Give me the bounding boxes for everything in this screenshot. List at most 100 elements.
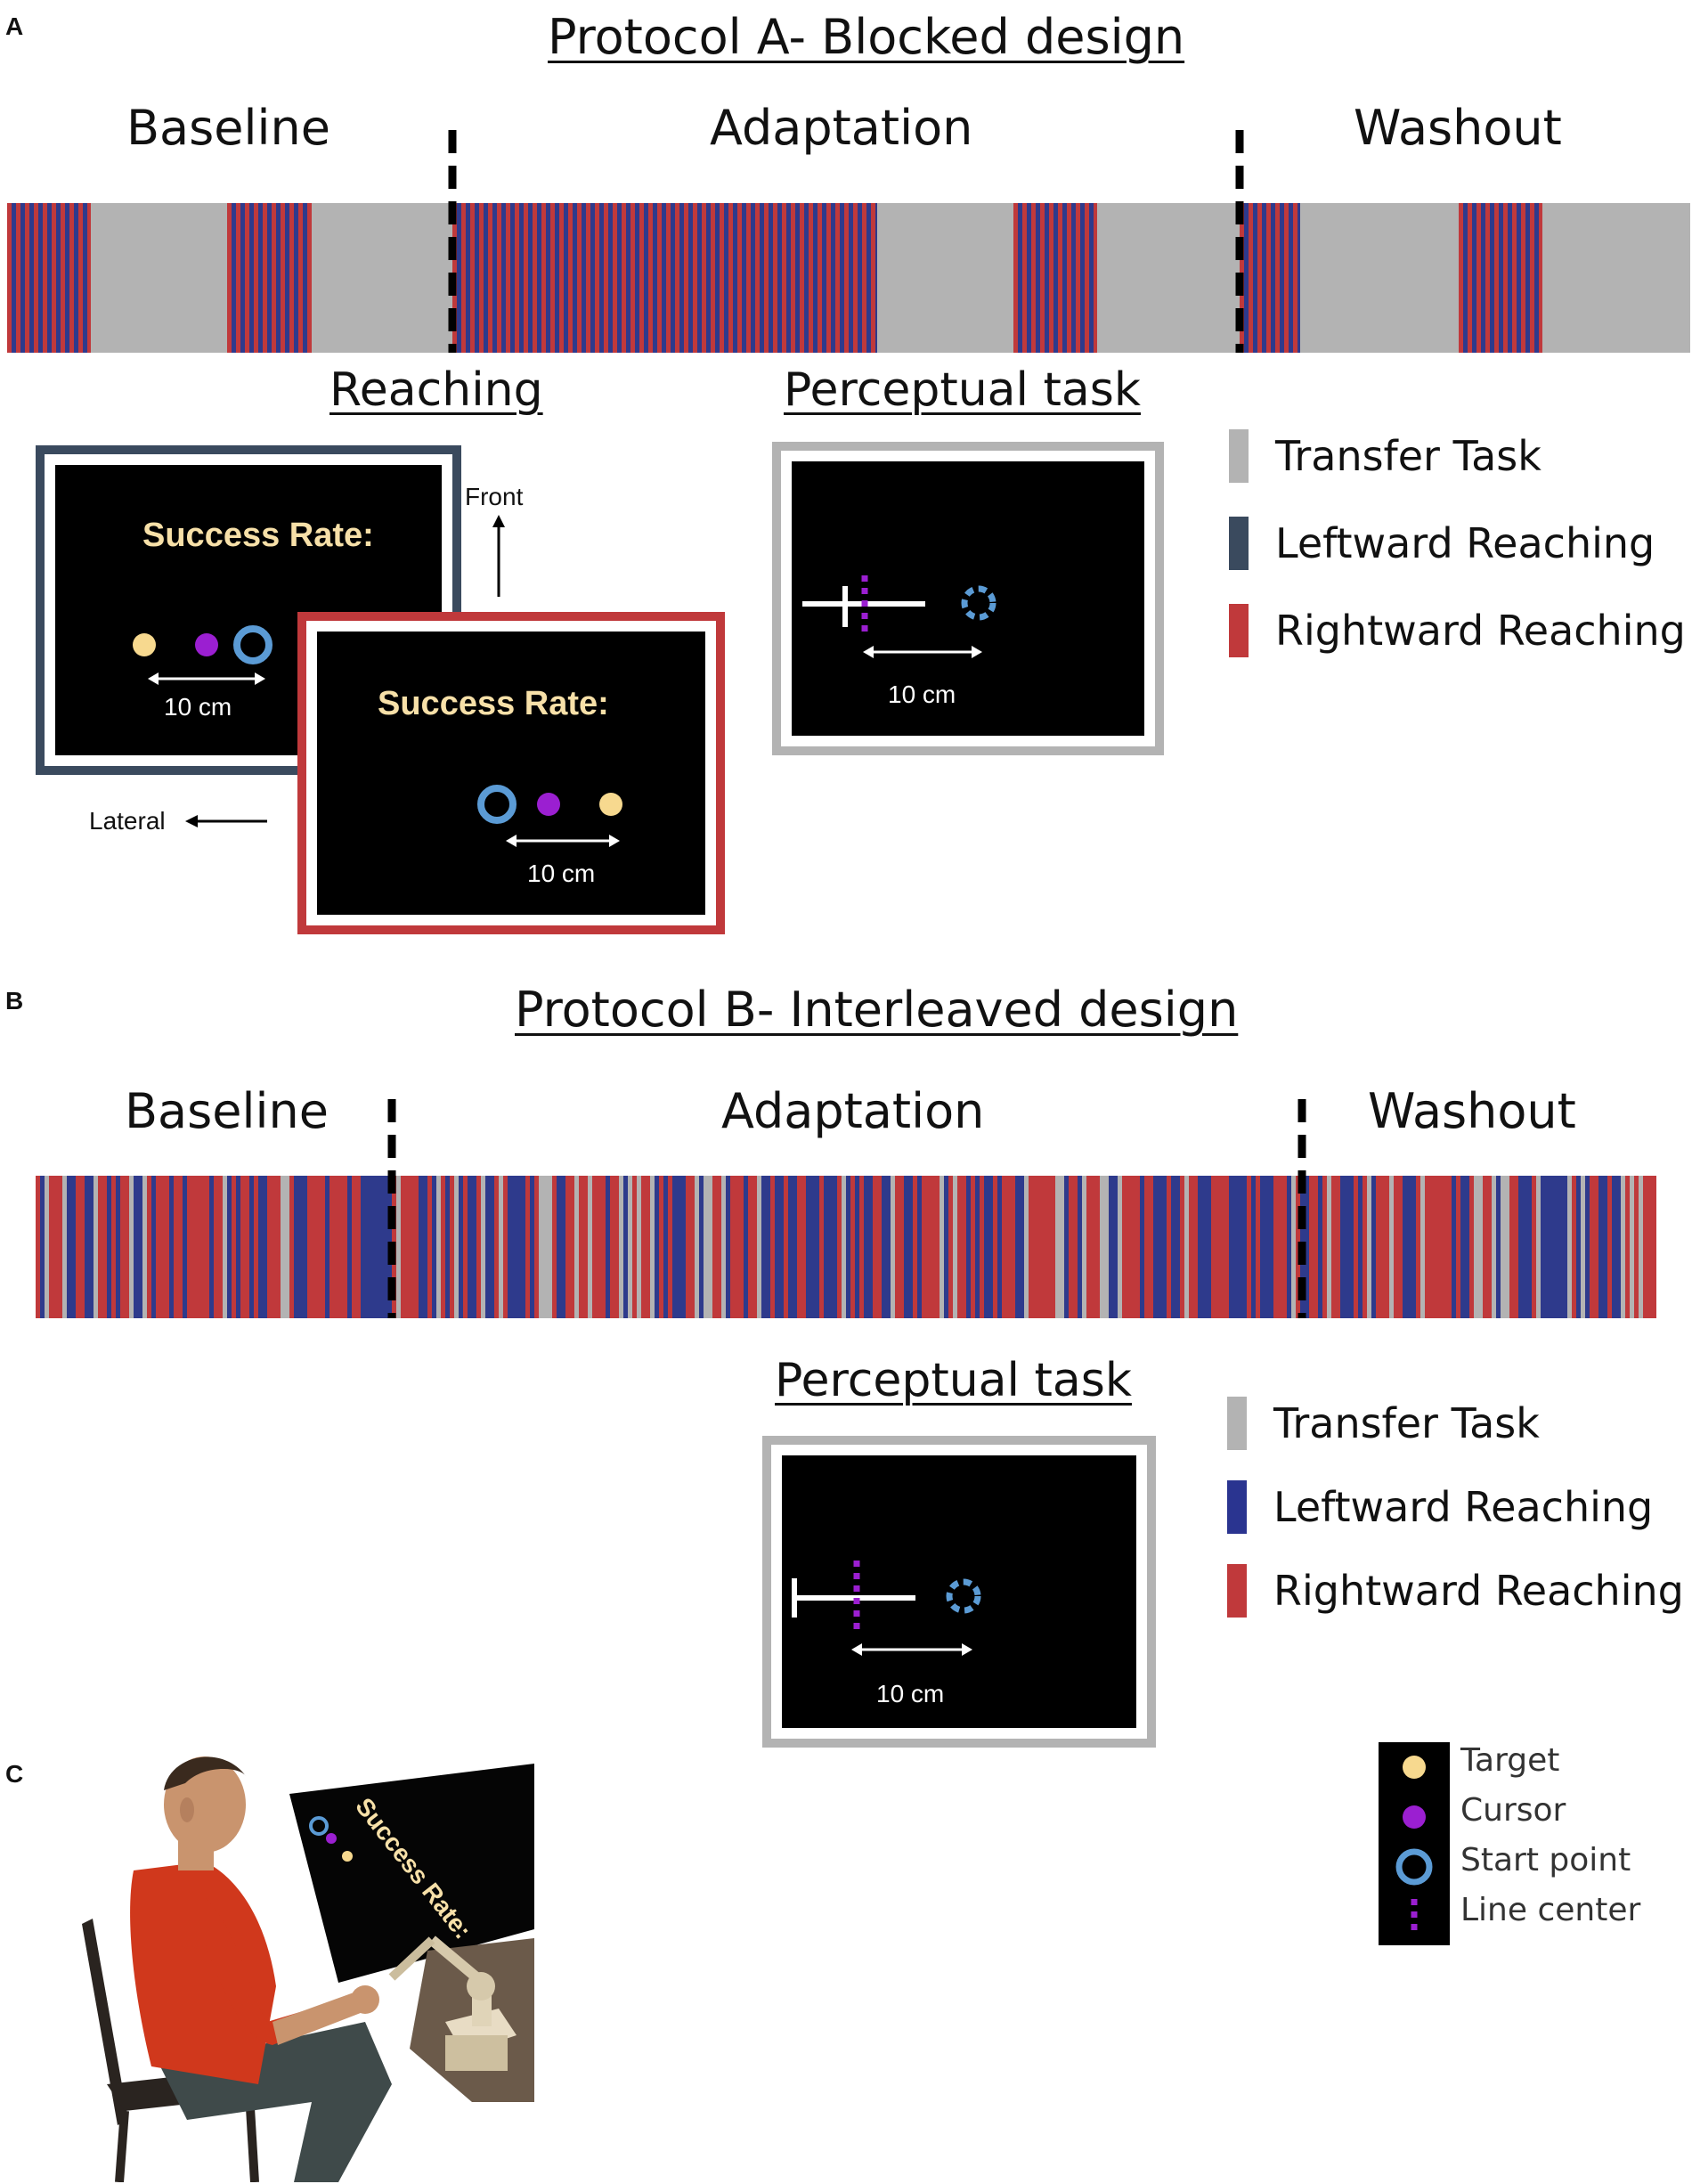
trial-stripe xyxy=(52,203,56,353)
protocol-a-phase-baseline: Baseline xyxy=(126,100,330,156)
trial-stripe xyxy=(1297,203,1300,353)
trial-stripe xyxy=(720,203,724,353)
trial-stripe xyxy=(592,1176,597,1318)
protocol-a-legend: Transfer Task Leftward Reaching Rightwar… xyxy=(1229,429,1686,657)
trial-stripe xyxy=(1508,203,1512,353)
trial-stripe xyxy=(494,1176,499,1318)
trial-stripe xyxy=(445,1176,450,1318)
trial-stripe xyxy=(263,203,267,353)
trial-stripe xyxy=(565,1176,570,1318)
trial-stripe xyxy=(1071,203,1076,353)
trial-stripe xyxy=(681,1176,686,1318)
trial-stripe xyxy=(1086,1176,1091,1318)
trial-stripe xyxy=(1002,1176,1006,1318)
front-label: Front xyxy=(465,483,524,510)
trial-stripe xyxy=(686,1176,690,1318)
trial-stripe xyxy=(249,1176,254,1318)
perceptual-task-symbols-a xyxy=(802,575,996,658)
legend-label: Rightward Reaching xyxy=(1273,1567,1684,1615)
trial-stripe xyxy=(739,1176,744,1318)
trial-stripe xyxy=(484,203,488,353)
trial-stripe xyxy=(245,203,249,353)
trial-stripe xyxy=(966,1176,971,1318)
trial-stripe xyxy=(470,203,475,353)
trial-stripe xyxy=(755,203,760,353)
trial-stripe xyxy=(89,1176,94,1318)
trial-stripe xyxy=(1269,1176,1273,1318)
legend-swatch-rightward xyxy=(1227,1564,1247,1618)
trial-stripe xyxy=(481,1176,485,1318)
trial-stripe xyxy=(1095,1176,1100,1318)
trial-stripe xyxy=(844,203,849,353)
trial-stripe xyxy=(557,1176,561,1318)
trial-stripe xyxy=(804,203,809,353)
trial-stripe xyxy=(1027,203,1031,353)
trial-stripe xyxy=(1530,203,1534,353)
trial-stripe xyxy=(706,203,711,353)
trial-stripe xyxy=(806,1176,810,1318)
trial-stripe xyxy=(1447,1176,1452,1318)
trial-stripe xyxy=(853,203,858,353)
protocol-b-phase-washout: Washout xyxy=(1368,1083,1576,1139)
trial-stripe xyxy=(761,1176,766,1318)
trial-stripe xyxy=(1242,1176,1247,1318)
trial-stripe xyxy=(432,1176,436,1318)
trial-stripe xyxy=(1224,1176,1229,1318)
screen-start-point-icon xyxy=(309,1816,329,1836)
trial-stripe xyxy=(904,1176,908,1318)
trial-stripe xyxy=(1463,203,1468,353)
trial-stripe xyxy=(316,1176,321,1318)
trial-stripe xyxy=(1532,1176,1536,1318)
legend-leftward-reaching: Leftward Reaching xyxy=(1229,517,1686,570)
trial-stripe xyxy=(797,1176,801,1318)
trial-stripe xyxy=(679,203,684,353)
trial-stripe xyxy=(1550,1176,1554,1318)
trial-stripe xyxy=(1501,1176,1505,1318)
trial-stripe xyxy=(1539,203,1542,353)
trial-stripe xyxy=(1037,1176,1042,1318)
trial-stripe xyxy=(1309,1176,1314,1318)
trial-stripe xyxy=(539,1176,543,1318)
trial-stripe xyxy=(623,1176,628,1318)
trial-stripe xyxy=(370,1176,374,1318)
trial-stripe xyxy=(1089,203,1094,353)
trial-stripe xyxy=(1273,1176,1278,1318)
trial-stripe xyxy=(1158,1176,1162,1318)
trial-stripe xyxy=(485,1176,490,1318)
cursor-dot xyxy=(537,793,560,816)
trial-stripe xyxy=(1144,1176,1149,1318)
trial-stripe xyxy=(401,1176,405,1318)
trial-stripe xyxy=(245,1176,249,1318)
trial-stripe xyxy=(1253,203,1257,353)
trial-stripe xyxy=(871,203,875,353)
trial-stripe xyxy=(537,203,541,353)
trial-stripe xyxy=(1080,203,1085,353)
protocol-b-title: Protocol B- Interleaved design xyxy=(515,982,1239,1038)
trial-stripe xyxy=(653,203,657,353)
trial-stripe xyxy=(1490,203,1494,353)
trial-stripe xyxy=(962,1176,966,1318)
trial-stripe xyxy=(940,1176,944,1318)
trial-stripe xyxy=(232,203,236,353)
trial-stripe xyxy=(1135,1176,1140,1318)
trial-stripe xyxy=(1487,1176,1492,1318)
trial-stripe xyxy=(214,1176,218,1318)
start-point-ring xyxy=(233,625,273,664)
trial-stripe xyxy=(815,1176,819,1318)
trial-stripe xyxy=(56,203,61,353)
trial-stripe xyxy=(644,203,648,353)
trial-stripe xyxy=(1260,1176,1265,1318)
trial-stripe xyxy=(254,203,258,353)
trial-stripe xyxy=(62,1176,67,1318)
trial-stripe xyxy=(671,203,675,353)
trial-stripe xyxy=(454,1176,459,1318)
trial-stripe xyxy=(361,1176,365,1318)
trial-stripe xyxy=(125,1176,129,1318)
trial-stripe xyxy=(492,203,497,353)
trial-stripe xyxy=(169,1176,174,1318)
trial-stripe xyxy=(586,203,590,353)
trial-stripe xyxy=(1162,1176,1167,1318)
trial-stripe xyxy=(599,203,604,353)
trial-stripe xyxy=(1180,1176,1184,1318)
trial-stripe xyxy=(842,1176,846,1318)
